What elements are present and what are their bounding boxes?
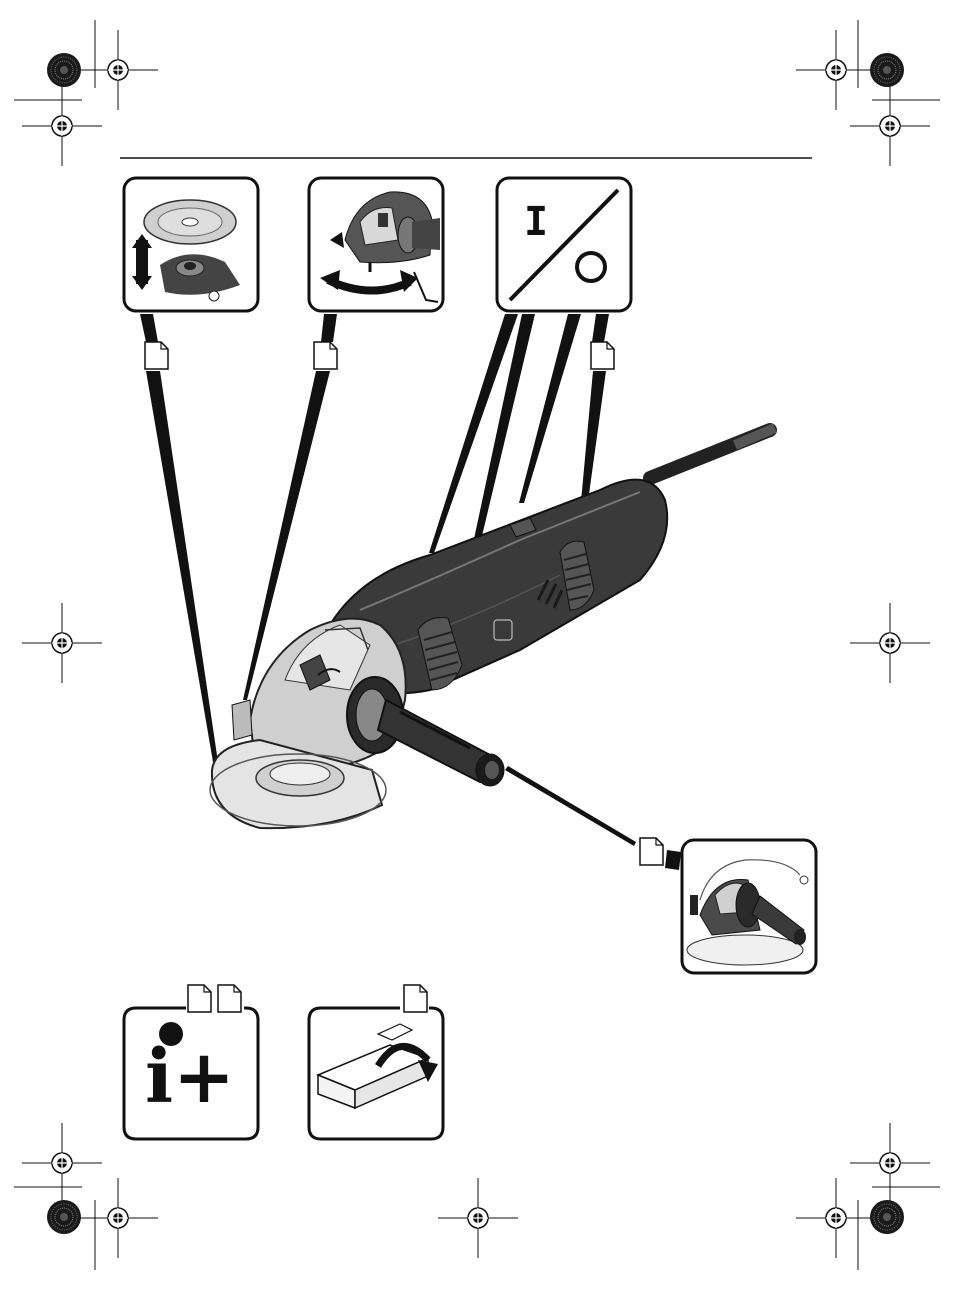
info-symbol: i+ <box>140 1040 240 1114</box>
on-symbol: I <box>516 202 556 242</box>
panel-switch <box>497 178 631 311</box>
panel-disc-mounting <box>124 178 258 311</box>
panel-side-handle <box>682 840 816 973</box>
panel-guard-adjust <box>309 178 443 311</box>
panel-storage-case <box>309 1008 443 1139</box>
